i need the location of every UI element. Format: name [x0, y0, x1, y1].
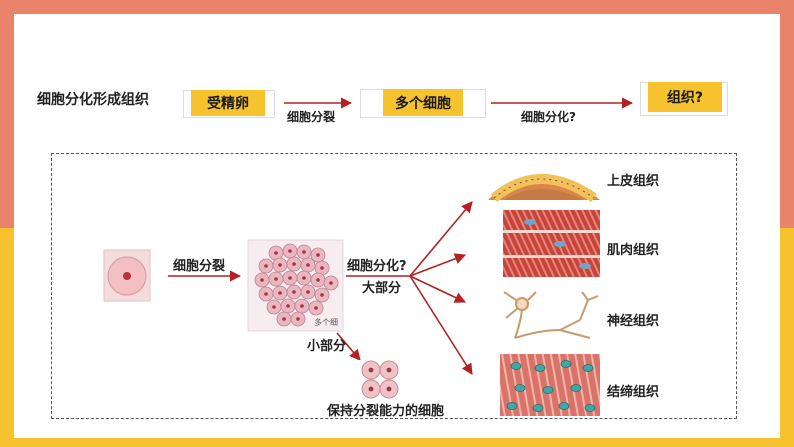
step1-pill: 受精卵	[191, 90, 265, 116]
arrow-minor	[336, 332, 361, 361]
branch-muscle	[409, 253, 467, 277]
right-border-band-lower	[780, 228, 794, 447]
bottom-border-band	[0, 438, 794, 447]
branch-epithelial	[409, 201, 473, 277]
cell-cluster-image	[247, 239, 344, 332]
left-border-band	[0, 14, 14, 228]
step2-pill: 多个细胞	[383, 89, 463, 116]
top-border-band	[0, 0, 794, 14]
arrow1-label: 细胞分裂	[287, 110, 336, 124]
top-row-heading: 细胞分化形成组织	[37, 92, 149, 108]
minor-label: 小部分	[307, 339, 347, 354]
tissue-label-connective: 结缔组织	[607, 385, 660, 400]
arrow2-label: 细胞分化?	[521, 110, 576, 124]
nerve-tissue-image	[495, 291, 600, 342]
major-label: 大部分	[362, 281, 402, 296]
step3-pill: 组织?	[648, 82, 722, 112]
diagram-box	[51, 153, 737, 419]
dividing-cells-image	[357, 360, 403, 400]
tissue-label-muscle: 肌肉组织	[607, 243, 660, 258]
right-border-band	[780, 14, 794, 228]
branch-nerve	[409, 275, 467, 303]
cluster-caption: 多个细	[314, 318, 338, 327]
keep-dividing-label: 保持分裂能力的细胞	[327, 404, 445, 419]
branch-connective	[409, 275, 473, 375]
left-border-band-lower	[0, 228, 14, 447]
epithelial-tissue-image	[488, 174, 600, 203]
tissue-label-nerve: 神经组织	[607, 314, 660, 329]
tissue-label-epithelial: 上皮组织	[607, 174, 660, 189]
muscle-tissue-image	[503, 210, 600, 277]
zygote-image	[103, 249, 151, 302]
connective-tissue-image	[500, 354, 600, 416]
diff-label: 细胞分化?	[347, 259, 407, 274]
split-label: 细胞分裂	[173, 259, 226, 274]
